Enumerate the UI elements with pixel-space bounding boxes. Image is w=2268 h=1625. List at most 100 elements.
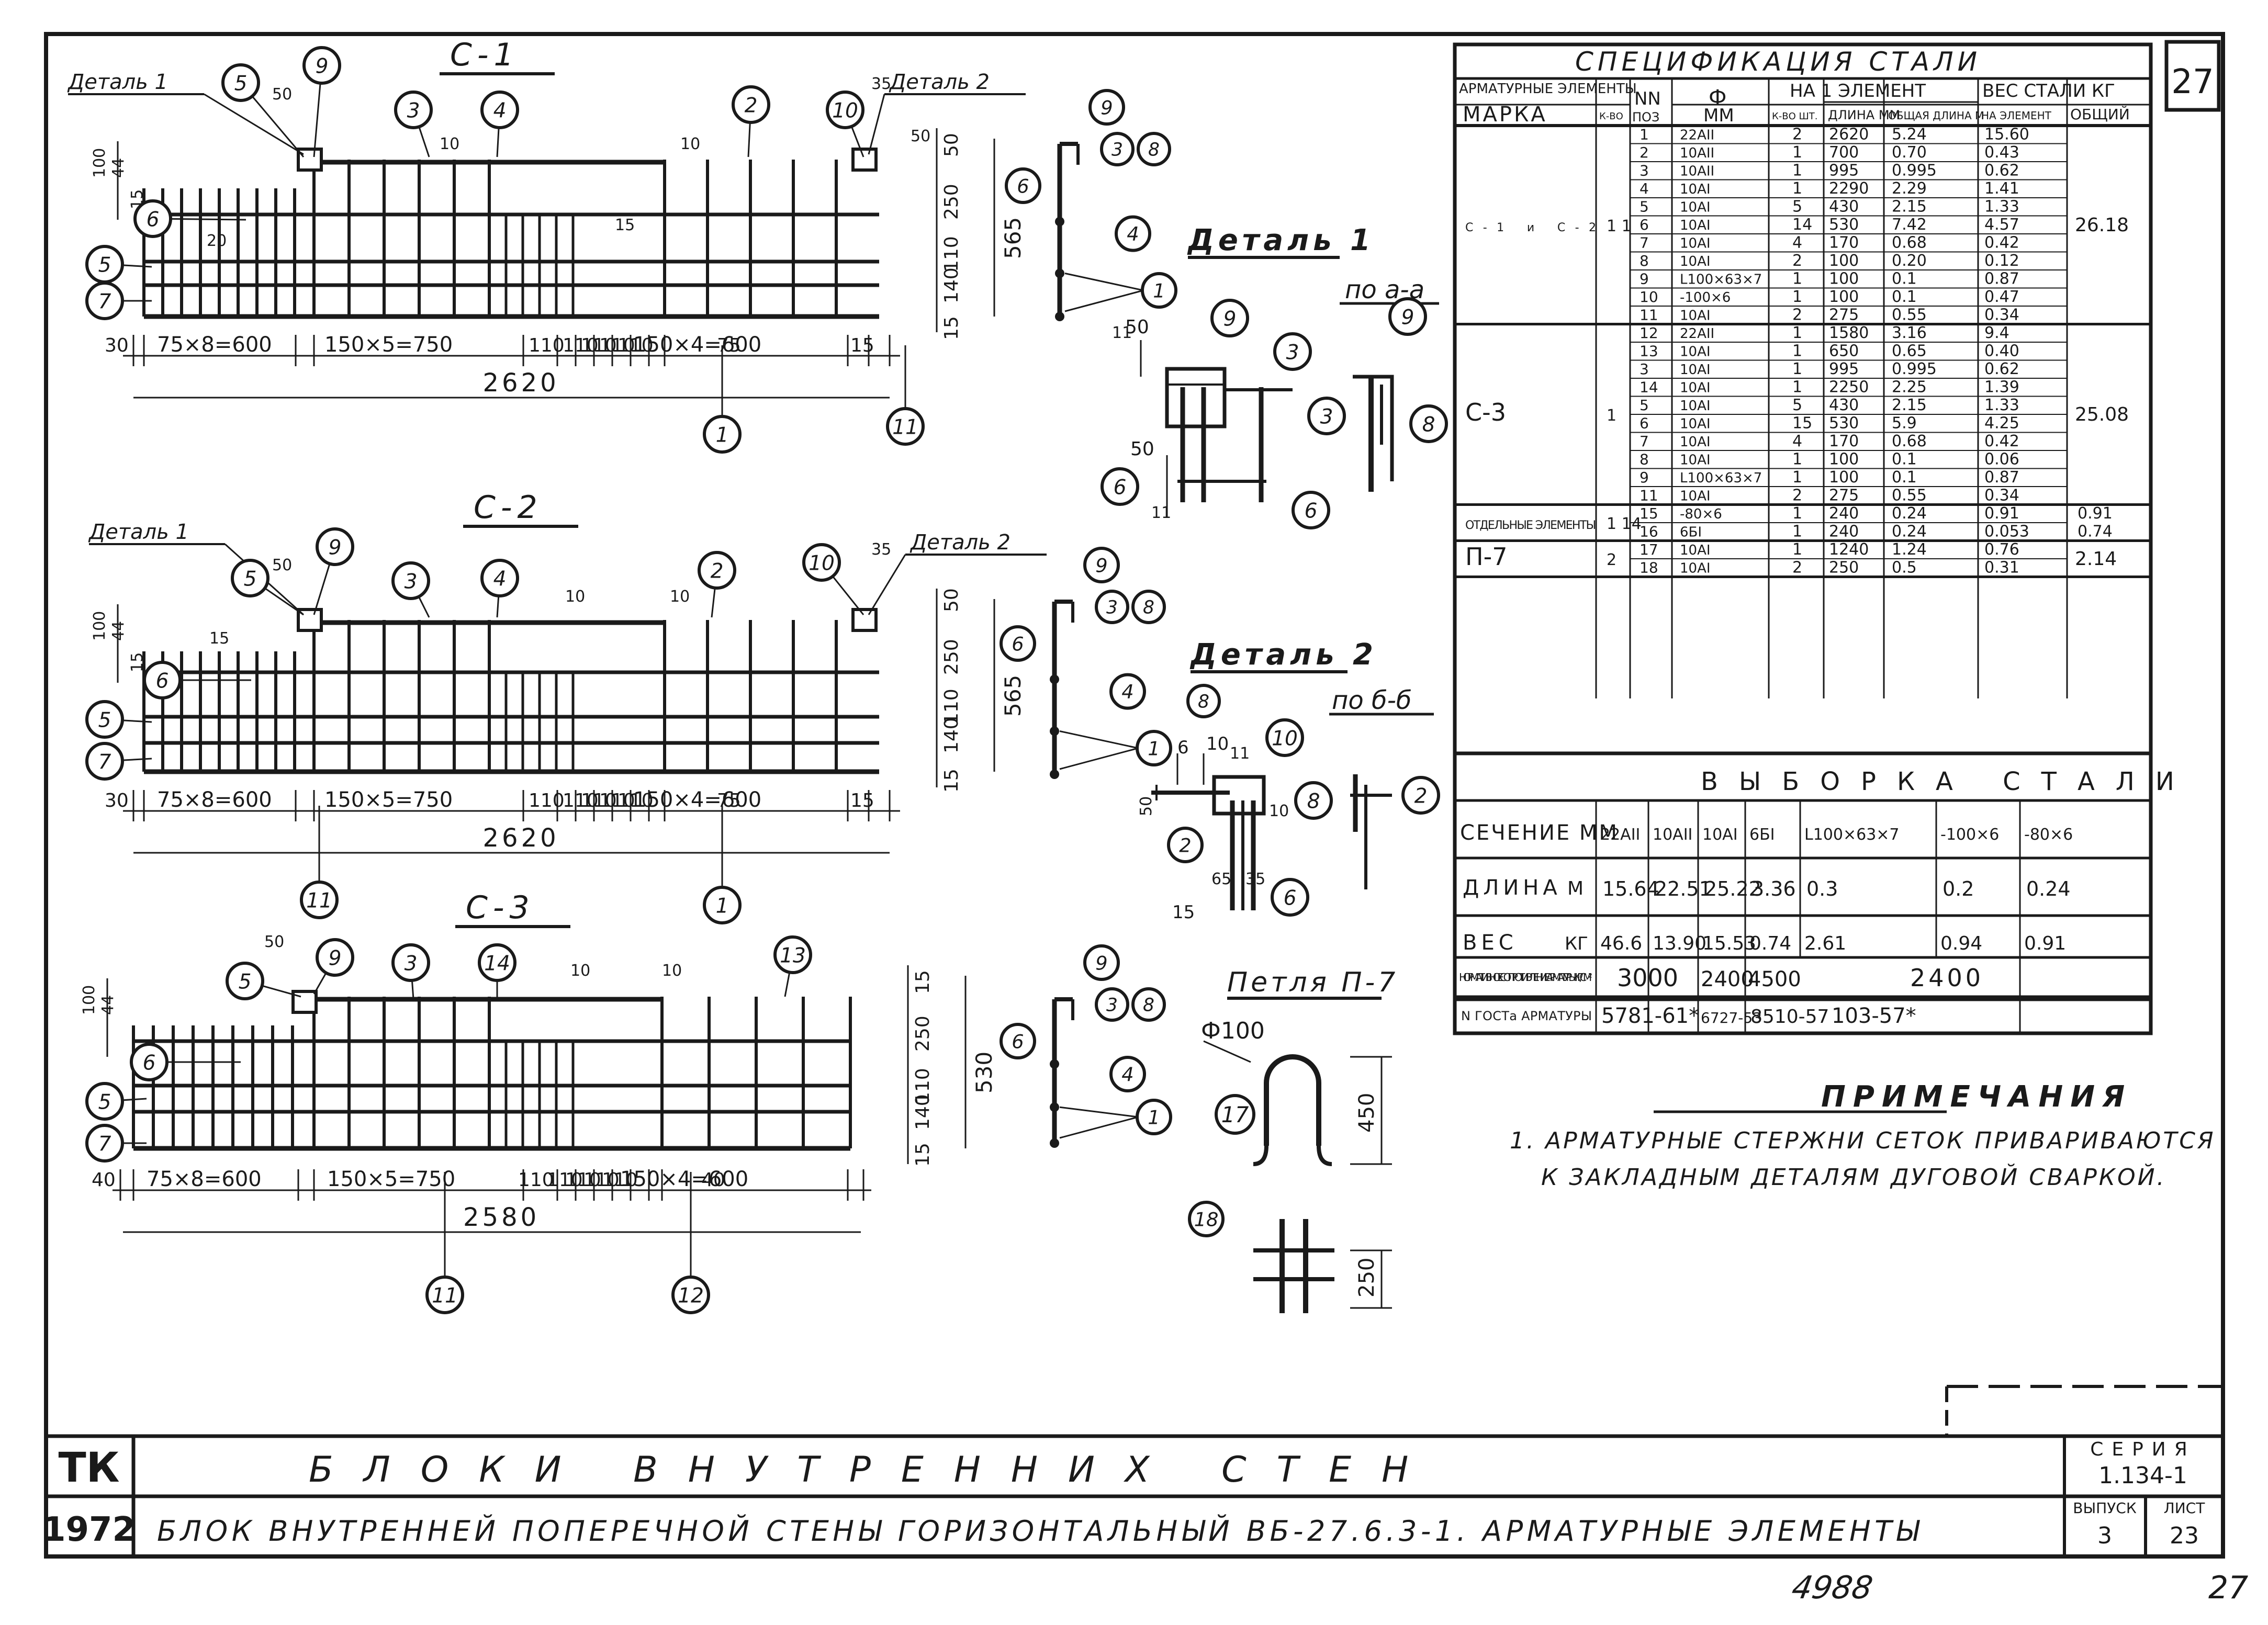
selection-gost: 5781-61*: [1601, 1004, 1699, 1028]
spec-length: 530: [1829, 414, 1859, 433]
dimension-label: 150×4=600: [633, 333, 761, 357]
spec-pos: 7: [1640, 433, 1649, 450]
callout-number: 3: [407, 99, 420, 122]
callout-circle: [143, 661, 182, 699]
org-code: ТК: [59, 1445, 120, 1492]
spec-pos: 11: [1640, 307, 1658, 324]
spec-qty: 1: [1792, 468, 1802, 487]
detail1-ref: Деталь 1: [88, 520, 189, 544]
callout-circle: [886, 407, 925, 446]
selection-title: ВЫБОРКА СТАЛИ: [1701, 767, 2195, 796]
selection-weight-label: ВЕС: [1463, 931, 1518, 955]
dimension-label: 110: [563, 790, 599, 811]
callout-number: 6: [1012, 633, 1024, 655]
sheet-number: 27: [2171, 63, 2214, 101]
spec-pos: 14: [1640, 379, 1658, 396]
spec-h-count: К-ВО: [1599, 111, 1623, 122]
notes-line1: 1. АРМАТУРНЫЕ СТЕРЖНИ СЕТОК ПРИВАРИВАЮТС…: [1510, 1127, 2216, 1154]
spec-h-w-total: ОБЩИЙ: [2070, 105, 2130, 123]
dimension-label: 100: [80, 985, 98, 1015]
archive-code: 4988: [1789, 1570, 1876, 1606]
section-node: [1050, 674, 1059, 684]
callout-number: 6: [143, 1051, 156, 1075]
spec-total-length: 2.29: [1892, 179, 1927, 198]
spec-diameter: 22АII: [1680, 326, 1714, 342]
callout-number: 6: [156, 669, 169, 693]
spec-diameter: L100×63×7: [1680, 470, 1762, 486]
loop-p7: Петля П-7 Ф100 450 250: [1201, 967, 1395, 1313]
spec-group-count: 1 1: [1607, 217, 1632, 235]
total-dimension: 2620: [483, 823, 559, 853]
spec-h-weight: ВЕС СТАЛИ КГ: [1982, 81, 2115, 101]
dimension-label: 15: [615, 216, 635, 234]
dimension-label: 110: [599, 335, 635, 356]
spec-pos: 13: [1640, 343, 1658, 360]
detail2-ref: Деталь 2: [910, 531, 1011, 555]
dimension-label: 15: [209, 629, 229, 648]
dimension-label: 15: [941, 316, 962, 340]
callout-number: 9: [329, 536, 342, 559]
spec-length: 530: [1829, 216, 1859, 234]
callout-circle: [1409, 404, 1448, 443]
callout-circle: [85, 1124, 124, 1163]
spec-h-w-el: НА ЭЛЕМЕНТ: [1981, 109, 2052, 122]
detail2-dim-11: 11: [1230, 744, 1250, 763]
callout-number: 9: [1401, 306, 1414, 329]
sheet-frame: [44, 32, 2225, 1559]
spec-total-length: 1.24: [1892, 540, 1927, 559]
callout-number: 12: [678, 1284, 704, 1307]
spec-total-length: 0.995: [1892, 162, 1937, 180]
leader-line: [1064, 289, 1144, 312]
spec-qty: 1: [1792, 179, 1802, 198]
callout-circle: [130, 1043, 169, 1081]
section-node: [1050, 1059, 1059, 1069]
spec-length: 240: [1829, 504, 1859, 523]
callout-circle: [1083, 944, 1120, 981]
dimension-label: 150×4=600: [620, 1167, 748, 1191]
spec-total-length: 0.1: [1892, 288, 1917, 306]
dimension-label: 250: [912, 1015, 934, 1052]
spec-weight-el: 0.06: [1984, 450, 2019, 469]
spec-pos: 10: [1640, 288, 1658, 306]
callout-number: 10: [809, 551, 835, 575]
dimension-label: 75: [717, 790, 741, 811]
spec-weight-el: 0.47: [1984, 288, 2019, 306]
spec-length: 100: [1829, 468, 1859, 487]
detail1-dim-11a: 11: [1112, 324, 1132, 342]
spec-total-length: 0.24: [1892, 504, 1927, 523]
dimension-label: 15: [128, 652, 147, 672]
spec-group-count: 1: [1607, 407, 1616, 425]
callout-circle: [85, 1082, 124, 1121]
callout-number: 2: [745, 94, 758, 117]
dimension-label: 10: [440, 135, 459, 153]
callout-number: 4: [1121, 1063, 1133, 1086]
spec-weight-el: 0.76: [1984, 540, 2019, 559]
leader-line: [1059, 730, 1139, 749]
mesh-title: С-3: [466, 889, 535, 926]
callout-number: 5: [234, 72, 248, 95]
notes: ПРИМЕЧАНИЯ 1. АРМАТУРНЫЕ СТЕРЖНИ СЕТОК П…: [1510, 1080, 2216, 1191]
detail2-dim-10: 10: [1206, 733, 1229, 754]
callout-number: 11: [432, 1284, 458, 1307]
dimension-label: 44: [99, 995, 117, 1015]
spec-weight-el: 0.31: [1984, 559, 2019, 577]
spec-diameter: 10АI: [1680, 380, 1711, 396]
spec-weight-el: 1.41: [1984, 179, 2019, 198]
selection-length: 0.24: [2026, 877, 2071, 900]
embedded-plate: [291, 990, 318, 1014]
dimension-label: 75: [717, 335, 741, 356]
selection-norm: 4500: [1748, 967, 1801, 991]
dimension-label: 140: [941, 717, 962, 753]
dimension-label: 140: [912, 1094, 934, 1130]
spec-pos: 8: [1640, 252, 1649, 269]
callout-number: 7: [98, 1132, 111, 1156]
spec-pos: 8: [1640, 451, 1649, 468]
spec-qty: 1: [1792, 324, 1802, 342]
selection-length-label: ДЛИНА: [1463, 876, 1562, 900]
detail-2: Деталь 2 по б-б 10 6 11 50 10 65 35 15: [1137, 638, 1434, 923]
callout-circle: [703, 886, 742, 924]
dimension-label: 50: [272, 85, 292, 104]
spec-diameter: 10АI: [1680, 254, 1711, 269]
dimension-label: 15: [912, 970, 934, 994]
